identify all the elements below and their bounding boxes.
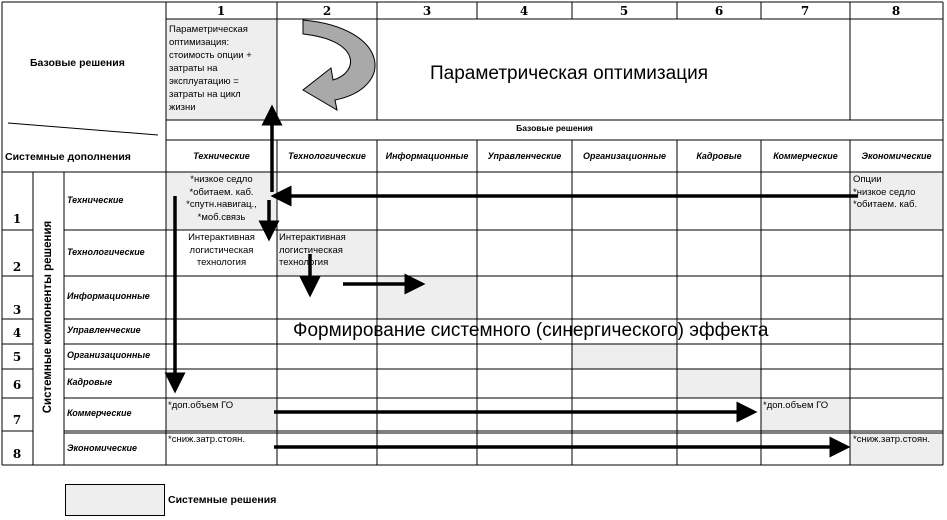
legend-swatch: [65, 484, 165, 516]
col-header-6: Кадровые: [696, 151, 742, 161]
shade-r1c1: [166, 172, 277, 230]
row-header-2: Технологические: [67, 247, 145, 257]
col-number-6: 6: [714, 4, 724, 18]
shade-r7c7: [761, 398, 850, 431]
shade-r6c6: [677, 369, 761, 398]
row-header-7: Коммерческие: [67, 408, 132, 418]
cell-r1c1: *низкое седло *обитаем. каб. *спутн.нави…: [186, 174, 257, 223]
param-title: Параметрическая оптимизация: [430, 63, 708, 84]
row-number-7: 7: [12, 413, 22, 427]
col-header-7: Коммерческие: [773, 151, 838, 161]
shade-r8c8: [850, 433, 943, 465]
legend-label: Системные решения: [168, 494, 277, 506]
row-number-6: 6: [12, 378, 22, 392]
row-number-2: 2: [12, 260, 22, 274]
row-header-1: Технические: [67, 195, 124, 205]
col-number-1: 1: [216, 4, 226, 18]
top-note: Параметрическая оптимизация: стоимость о…: [169, 24, 252, 113]
synergy-title: Формирование системного (синергического)…: [293, 320, 769, 341]
cell-r8c1: *сниж.затр.стоян.: [168, 434, 246, 445]
row-header-4: Управленческие: [67, 325, 141, 335]
col-header-4: Управленческие: [487, 151, 562, 161]
row-number-4: 4: [12, 326, 22, 340]
col-number-7: 7: [800, 4, 810, 18]
col-header-2: Технологические: [288, 151, 366, 161]
row-number-5: 5: [12, 350, 22, 364]
row-header-3: Информационные: [67, 291, 150, 301]
col-header-5: Организационные: [582, 151, 667, 161]
row-header-6: Кадровые: [67, 377, 113, 387]
cell-r8c8: *сниж.затр.стоян.: [853, 434, 931, 445]
cell-r7c1: *доп.объем ГО: [168, 400, 234, 411]
row-number-8: 8: [12, 447, 22, 461]
shade-r2c2: [277, 230, 377, 276]
col-number-4: 4: [519, 4, 529, 18]
cell-r1c8: Опции *низкое седло *обитаем. каб.: [853, 174, 918, 210]
cell-r2c1: Интерактивная логистическая технология: [188, 232, 255, 268]
curved-gray-arrow: [302, 19, 376, 111]
row-number-1: 1: [12, 212, 22, 226]
col-number-2: 2: [322, 4, 332, 18]
corner-base-label: Базовые решения: [30, 57, 125, 69]
col-header-3: Информационные: [385, 151, 469, 161]
cell-r2c2: Интерактивная логистическая технология: [279, 232, 346, 268]
shade-r1c8: [850, 172, 943, 230]
shade-r7c1: [166, 398, 277, 431]
base-header: Базовые решения: [516, 123, 593, 133]
col-number-5: 5: [619, 4, 629, 18]
shade-top-note: [166, 19, 277, 120]
col-header-1: Технические: [193, 151, 250, 161]
col-number-3: 3: [422, 4, 432, 18]
row-number-3: 3: [12, 303, 22, 317]
cell-r7c7: *доп.объем ГО: [763, 400, 829, 411]
col-header-8: Экономические: [861, 151, 932, 161]
shade-r5c5: [572, 344, 677, 369]
corner-sys-label: Системные дополнения: [5, 151, 131, 163]
row-header-5: Организационные: [67, 350, 151, 360]
row-header-8: Экономические: [67, 443, 138, 453]
col-number-8: 8: [891, 4, 901, 18]
